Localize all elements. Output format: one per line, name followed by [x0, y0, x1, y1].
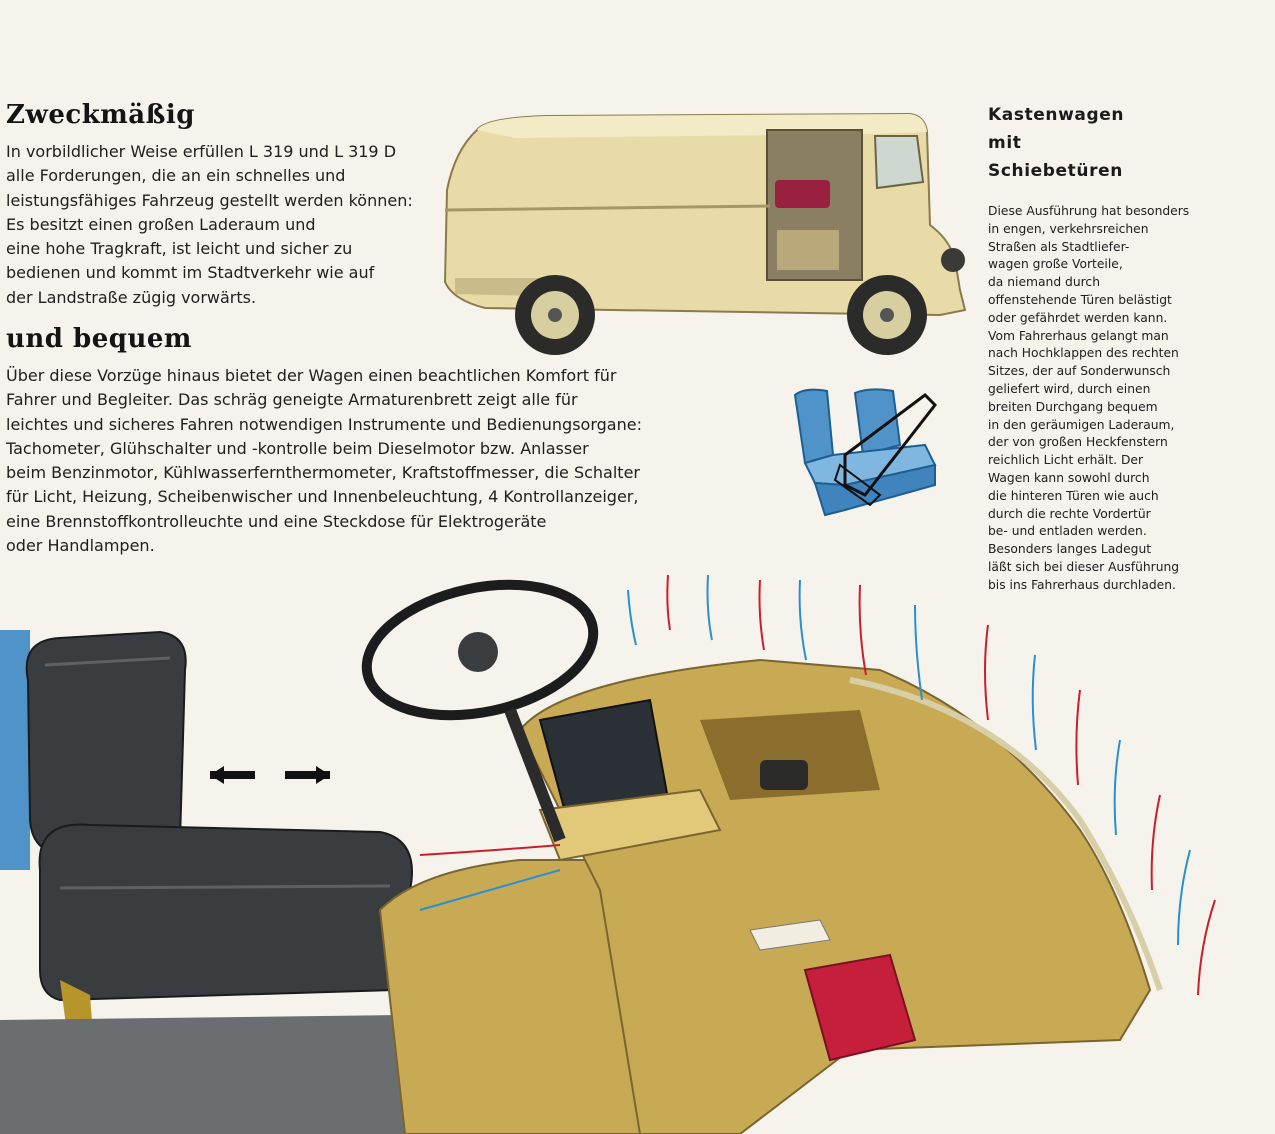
sidebar-paragraph: Diese Ausführung hat besonders in engen, …	[988, 203, 1189, 595]
text-line: Über diese Vorzüge hinaus bietet der Wag…	[6, 366, 617, 385]
sidebar-text-line: der von großen Heckfenstern	[988, 435, 1168, 450]
text-line: In vorbildlicher Weise erfüllen L 319 un…	[6, 142, 397, 161]
sidebar-text-line: in engen, verkehrsreichen	[988, 221, 1149, 236]
text-line: Tachometer, Glühschalter und -kontrolle …	[6, 438, 589, 458]
sidebar-text-line: Besonders langes Ladegut	[988, 542, 1152, 557]
sidebar-text-line: nach Hochklappen des rechten	[988, 346, 1179, 361]
sidebar-text-line: Vom Fahrerhaus gelangt man	[988, 328, 1169, 343]
text-line: eine hohe Tragkraft, ist leicht und sich…	[6, 239, 353, 259]
sidebar-text-line: durch die rechte Vordertür	[988, 506, 1151, 521]
folding-seat-illustration	[793, 388, 937, 517]
text-line: leichtes und sicheres Fahren notwendigen…	[6, 414, 642, 434]
sidebar-text-line: reichlich Licht erhält. Der	[988, 453, 1144, 468]
text-line: Es besitzt einen großen Laderaum und	[6, 214, 316, 234]
sidebar-text-line: be- und entladen werden.	[988, 524, 1147, 539]
paragraph-zweckmaessig: In vorbildlicher Weise erfüllen L 319 un…	[6, 140, 413, 310]
sidebar-text-line: Wagen kann sowohl durch	[988, 470, 1150, 485]
text-line: beim Benzinmotor, Kühlwasserfernthermome…	[6, 463, 640, 483]
sidebar-text-line: Diese Ausführung hat besonders	[988, 204, 1190, 218]
text-line: bedienen und kommt im Stadtverkehr wie a…	[6, 263, 375, 283]
sidebar-text-line: Sitzes, der auf Sonderwunsch	[988, 364, 1171, 379]
sidebar-text-line: breiten Durchgang bequem	[988, 399, 1158, 414]
sidebar-text-line: bis ins Fahrerhaus durchladen.	[988, 577, 1176, 592]
sidebar-title-line: Schiebetüren	[988, 161, 1123, 181]
sidebar-text-line: Straßen als Stadtliefer-	[988, 239, 1130, 254]
paragraph-und-bequem: Über diese Vorzüge hinaus bietet der Wag…	[6, 364, 642, 558]
heading-und-bequem: und bequem	[6, 324, 192, 354]
text-line: eine Brennstoffkontrolleuchte und eine S…	[6, 511, 547, 531]
text-line: der Landstraße zügig vorwärts.	[6, 287, 257, 307]
sidebar-title-line: mit	[988, 133, 1022, 153]
sidebar-text-line: oder gefährdet werden kann.	[988, 310, 1168, 325]
cab-interior-illustration	[0, 574, 1216, 1134]
van-illustration	[443, 112, 967, 355]
text-line: für Licht, Heizung, Scheibenwischer und …	[6, 487, 639, 507]
sidebar-text-line: geliefert wird, durch einen	[988, 381, 1151, 396]
sidebar-text-line: offenstehende Türen belästigt	[988, 292, 1172, 307]
sidebar-text-line: läßt sich bei dieser Ausführung	[988, 559, 1180, 574]
text-line: alle Forderungen, die an ein schnelles u…	[6, 166, 346, 186]
text-line: oder Handlampen.	[6, 536, 155, 556]
sidebar-text-line: wagen große Vorteile,	[988, 257, 1123, 272]
sidebar-text-line: die hinteren Türen wie auch	[988, 488, 1159, 503]
sidebar-title-line: Kastenwagen	[988, 105, 1125, 125]
text-line: Fahrer und Begleiter. Das schräg geneigt…	[6, 390, 578, 410]
sidebar-text-line: in den geräumigen Laderaum,	[988, 417, 1175, 432]
sidebar-text-line: da niemand durch	[988, 275, 1100, 290]
text-line: leistungsfähiges Fahrzeug gestellt werde…	[6, 190, 413, 210]
heading-zweckmaessig: Zweckmäßig	[6, 100, 195, 130]
